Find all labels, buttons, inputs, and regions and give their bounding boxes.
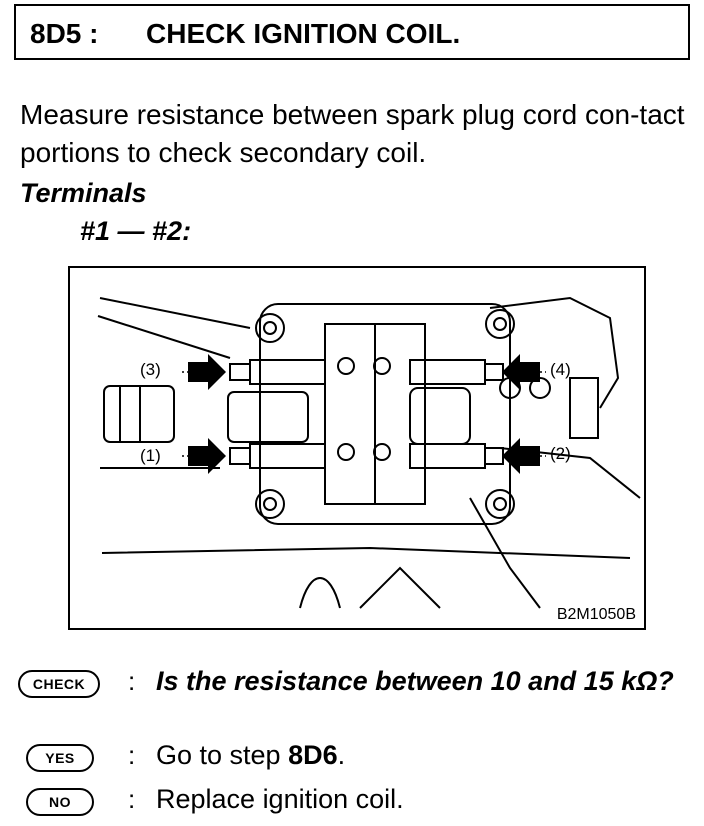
terminals-value: #1 — #2:: [80, 216, 192, 246]
check-badge: CHECK: [18, 670, 100, 698]
yes-answer-prefix: Go to step: [156, 740, 289, 770]
terminals-label: Terminals: [20, 178, 147, 208]
terminal-4-label: (4): [550, 360, 571, 379]
no-answer: Replace ignition coil.: [156, 784, 404, 814]
check-question: Is the resistance between 10 and 15 kΩ?: [156, 666, 674, 696]
check-separator: :: [128, 666, 136, 696]
instruction-text: Measure resistance between spark plug co…: [20, 99, 685, 168]
terminal-1-label: (1): [140, 446, 161, 465]
figure-code: B2M1050B: [556, 606, 636, 623]
terminal-3-label: (3): [140, 360, 161, 379]
yes-answer-step: 8D6: [288, 740, 338, 770]
yes-answer-suffix: .: [337, 740, 346, 770]
ignition-coil-diagram: (3) (1) (4) (2) B2M1050B: [68, 266, 646, 630]
terminal-2-label: (2): [550, 444, 571, 463]
yes-badge: YES: [26, 744, 94, 772]
step-id: 8D5 :: [30, 18, 99, 49]
step-title: CHECK IGNITION COIL.: [146, 18, 461, 49]
ignition-coil-illustration: [97, 296, 641, 609]
yes-answer: Go to step 8D6.: [156, 740, 345, 771]
yes-separator: :: [128, 740, 136, 770]
step-header: 8D5 : CHECK IGNITION COIL.: [14, 4, 690, 60]
no-badge: NO: [26, 788, 94, 816]
no-separator: :: [128, 784, 136, 814]
